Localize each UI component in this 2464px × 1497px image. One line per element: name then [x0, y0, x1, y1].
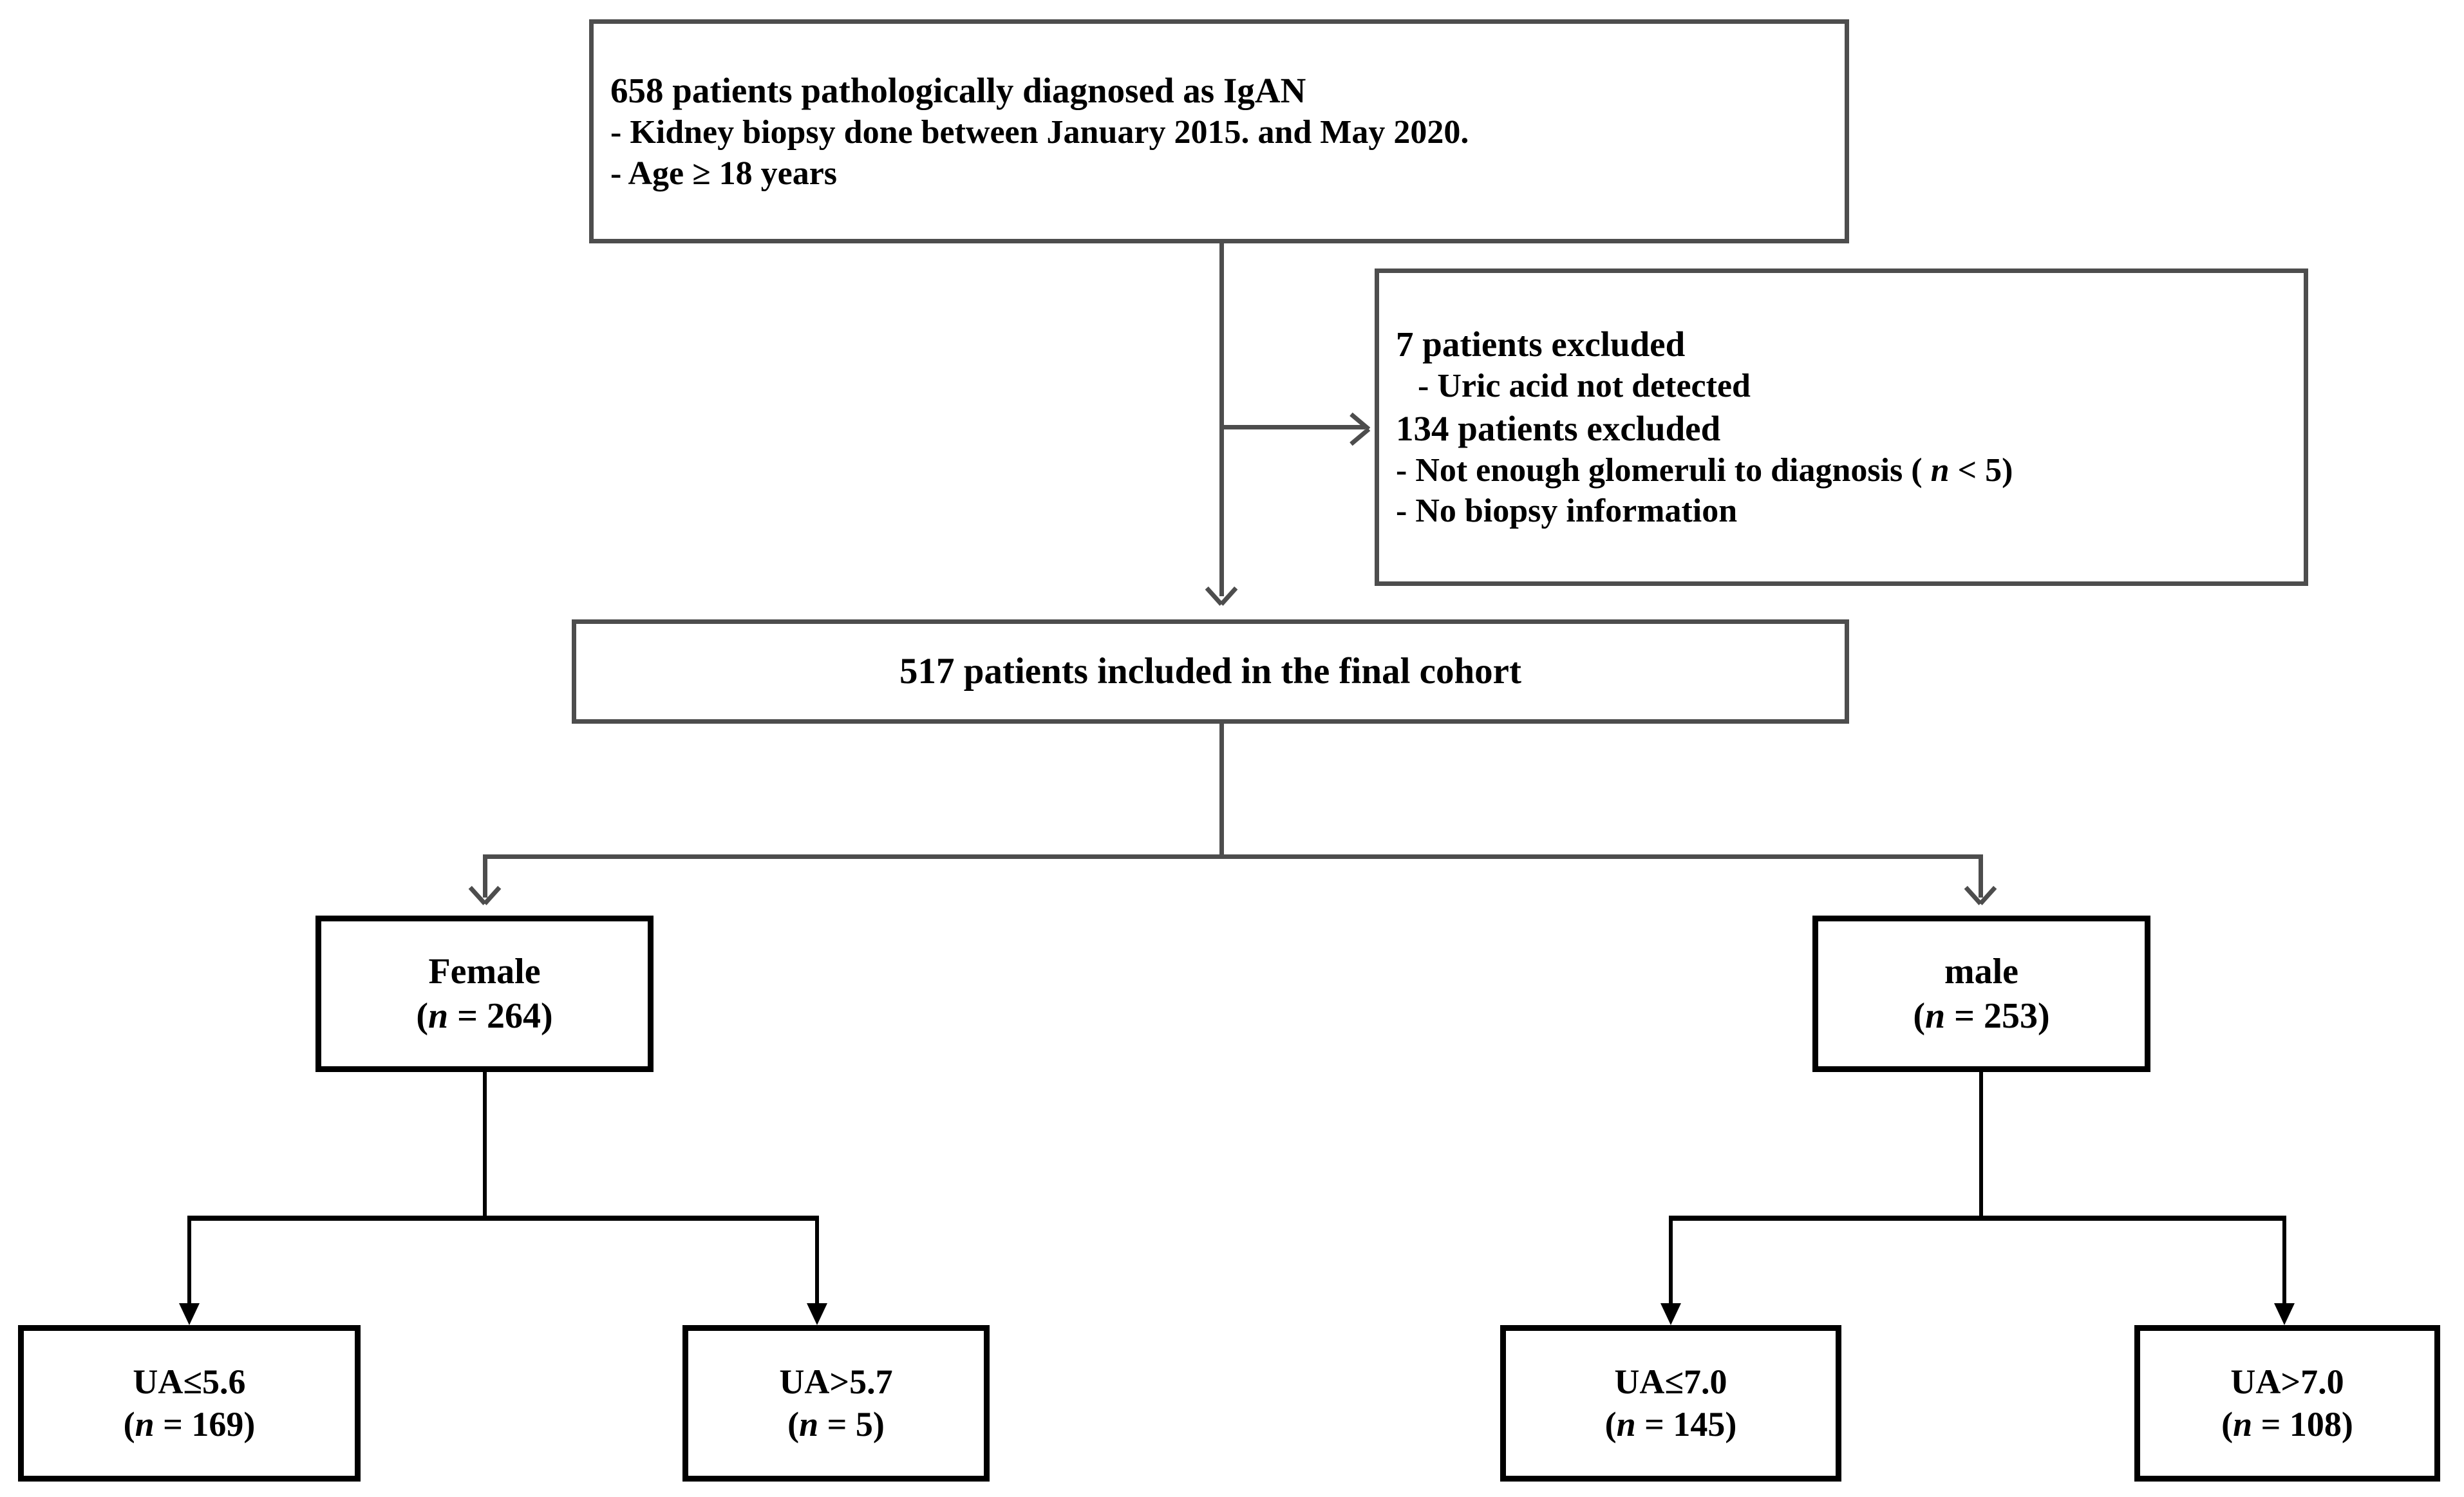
exclusions-line4-italic-n: n — [1930, 451, 1950, 489]
source-cohort-line3: - Age ≥ 18 years — [610, 155, 838, 192]
node-female-ua-high: UA>5.7 (n = 5) — [682, 1325, 990, 1482]
exclusions-line3: 134 patients excluded — [1396, 408, 1721, 448]
connector-to-male-drop — [1979, 854, 1983, 898]
connector-sex-split-bar — [483, 854, 1983, 859]
source-cohort-line2: - Kidney biopsy done between January 201… — [610, 114, 1469, 151]
female-count-pre: ( — [416, 995, 428, 1036]
node-female-ua-low: UA≤5.6 (n = 169) — [18, 1325, 361, 1482]
arrow-into-male-ua-low — [1660, 1303, 1681, 1325]
connector-to-female-drop — [483, 854, 487, 898]
male-count-italic-n: n — [1924, 995, 1946, 1036]
male-ua-low-label: UA≤7.0 — [1614, 1362, 1727, 1401]
final-cohort-label: 517 patients included in the final cohor… — [899, 651, 1521, 692]
arrow-into-female-ua-high — [807, 1303, 827, 1325]
node-exclusions: 7 patients excluded - Uric acid not dete… — [1375, 268, 2308, 586]
exclusions-line4: - Not enough glomeruli to diagnosis ( n … — [1396, 450, 2304, 491]
male-ua-low-count: (n = 145) — [1506, 1404, 1836, 1446]
female-ua-high-count: (n = 5) — [688, 1404, 984, 1446]
female-count: (n = 264) — [321, 994, 648, 1038]
node-male-ua-high: UA>7.0 (n = 108) — [2134, 1325, 2440, 1482]
female-count-italic-n: n — [428, 995, 449, 1036]
exclusions-line1: 7 patients excluded — [1396, 325, 1686, 364]
female-ua-low-count: (n = 169) — [24, 1404, 355, 1446]
arrow-into-male-ua-high — [2274, 1303, 2295, 1325]
female-ua-low-label: UA≤5.6 — [133, 1362, 246, 1401]
female-ua-high-count-italic-n: n — [799, 1404, 819, 1444]
connector-male-split-bar — [1669, 1216, 2286, 1221]
male-count: (n = 253) — [1818, 994, 2145, 1038]
male-ua-low-count-post: = 145) — [1635, 1404, 1737, 1444]
male-ua-low-count-pre: ( — [1604, 1404, 1617, 1444]
male-label: male — [1944, 952, 2019, 992]
node-male-ua-low: UA≤7.0 (n = 145) — [1500, 1325, 1841, 1482]
source-cohort-line1: 658 patients pathologically diagnosed as… — [610, 71, 1306, 111]
connector-final-cohort-stem — [1219, 724, 1224, 854]
connector-female-split-bar — [187, 1216, 819, 1221]
male-count-post: = 253) — [1945, 995, 2050, 1036]
exclusions-line2: - Uric acid not detected — [1418, 368, 1751, 405]
node-final-cohort: 517 patients included in the final cohor… — [572, 619, 1849, 724]
male-ua-high-count: (n = 108) — [2140, 1404, 2434, 1446]
male-ua-high-count-post: = 108) — [2252, 1404, 2353, 1444]
male-count-pre: ( — [1913, 995, 1925, 1036]
connector-female-stem — [483, 1072, 487, 1219]
connector-source-to-exclusions — [1219, 425, 1365, 429]
female-label: Female — [428, 952, 541, 992]
male-ua-low-count-italic-n: n — [1616, 1404, 1636, 1444]
connector-male-stem — [1979, 1072, 1983, 1219]
female-ua-low-count-post: = 169) — [154, 1404, 256, 1444]
female-ua-low-count-pre: ( — [123, 1404, 135, 1444]
arrow-into-female-ua-low — [179, 1303, 200, 1325]
connector-male-left-drop — [1669, 1216, 1673, 1304]
exclusions-line4-pre: - Not enough glomeruli to diagnosis ( — [1396, 451, 1931, 489]
connector-source-to-final-stem — [1219, 243, 1224, 596]
connector-female-right-drop — [815, 1216, 819, 1304]
exclusions-line5: - No biopsy information — [1396, 493, 1738, 530]
female-ua-high-count-pre: ( — [787, 1404, 800, 1444]
connector-male-right-drop — [2282, 1216, 2286, 1304]
node-male: male (n = 253) — [1812, 916, 2150, 1072]
female-ua-low-count-italic-n: n — [135, 1404, 155, 1444]
female-ua-high-count-post: = 5) — [818, 1404, 885, 1444]
exclusions-line4-post: < 5) — [1949, 451, 2013, 489]
female-ua-high-label: UA>5.7 — [779, 1362, 893, 1401]
female-count-post: = 264) — [448, 995, 553, 1036]
node-female: Female (n = 264) — [315, 916, 654, 1072]
male-ua-high-count-pre: ( — [2221, 1404, 2234, 1444]
male-ua-high-label: UA>7.0 — [2230, 1362, 2344, 1401]
node-source-cohort: 658 patients pathologically diagnosed as… — [589, 19, 1849, 243]
male-ua-high-count-italic-n: n — [2233, 1404, 2253, 1444]
connector-female-left-drop — [187, 1216, 191, 1304]
